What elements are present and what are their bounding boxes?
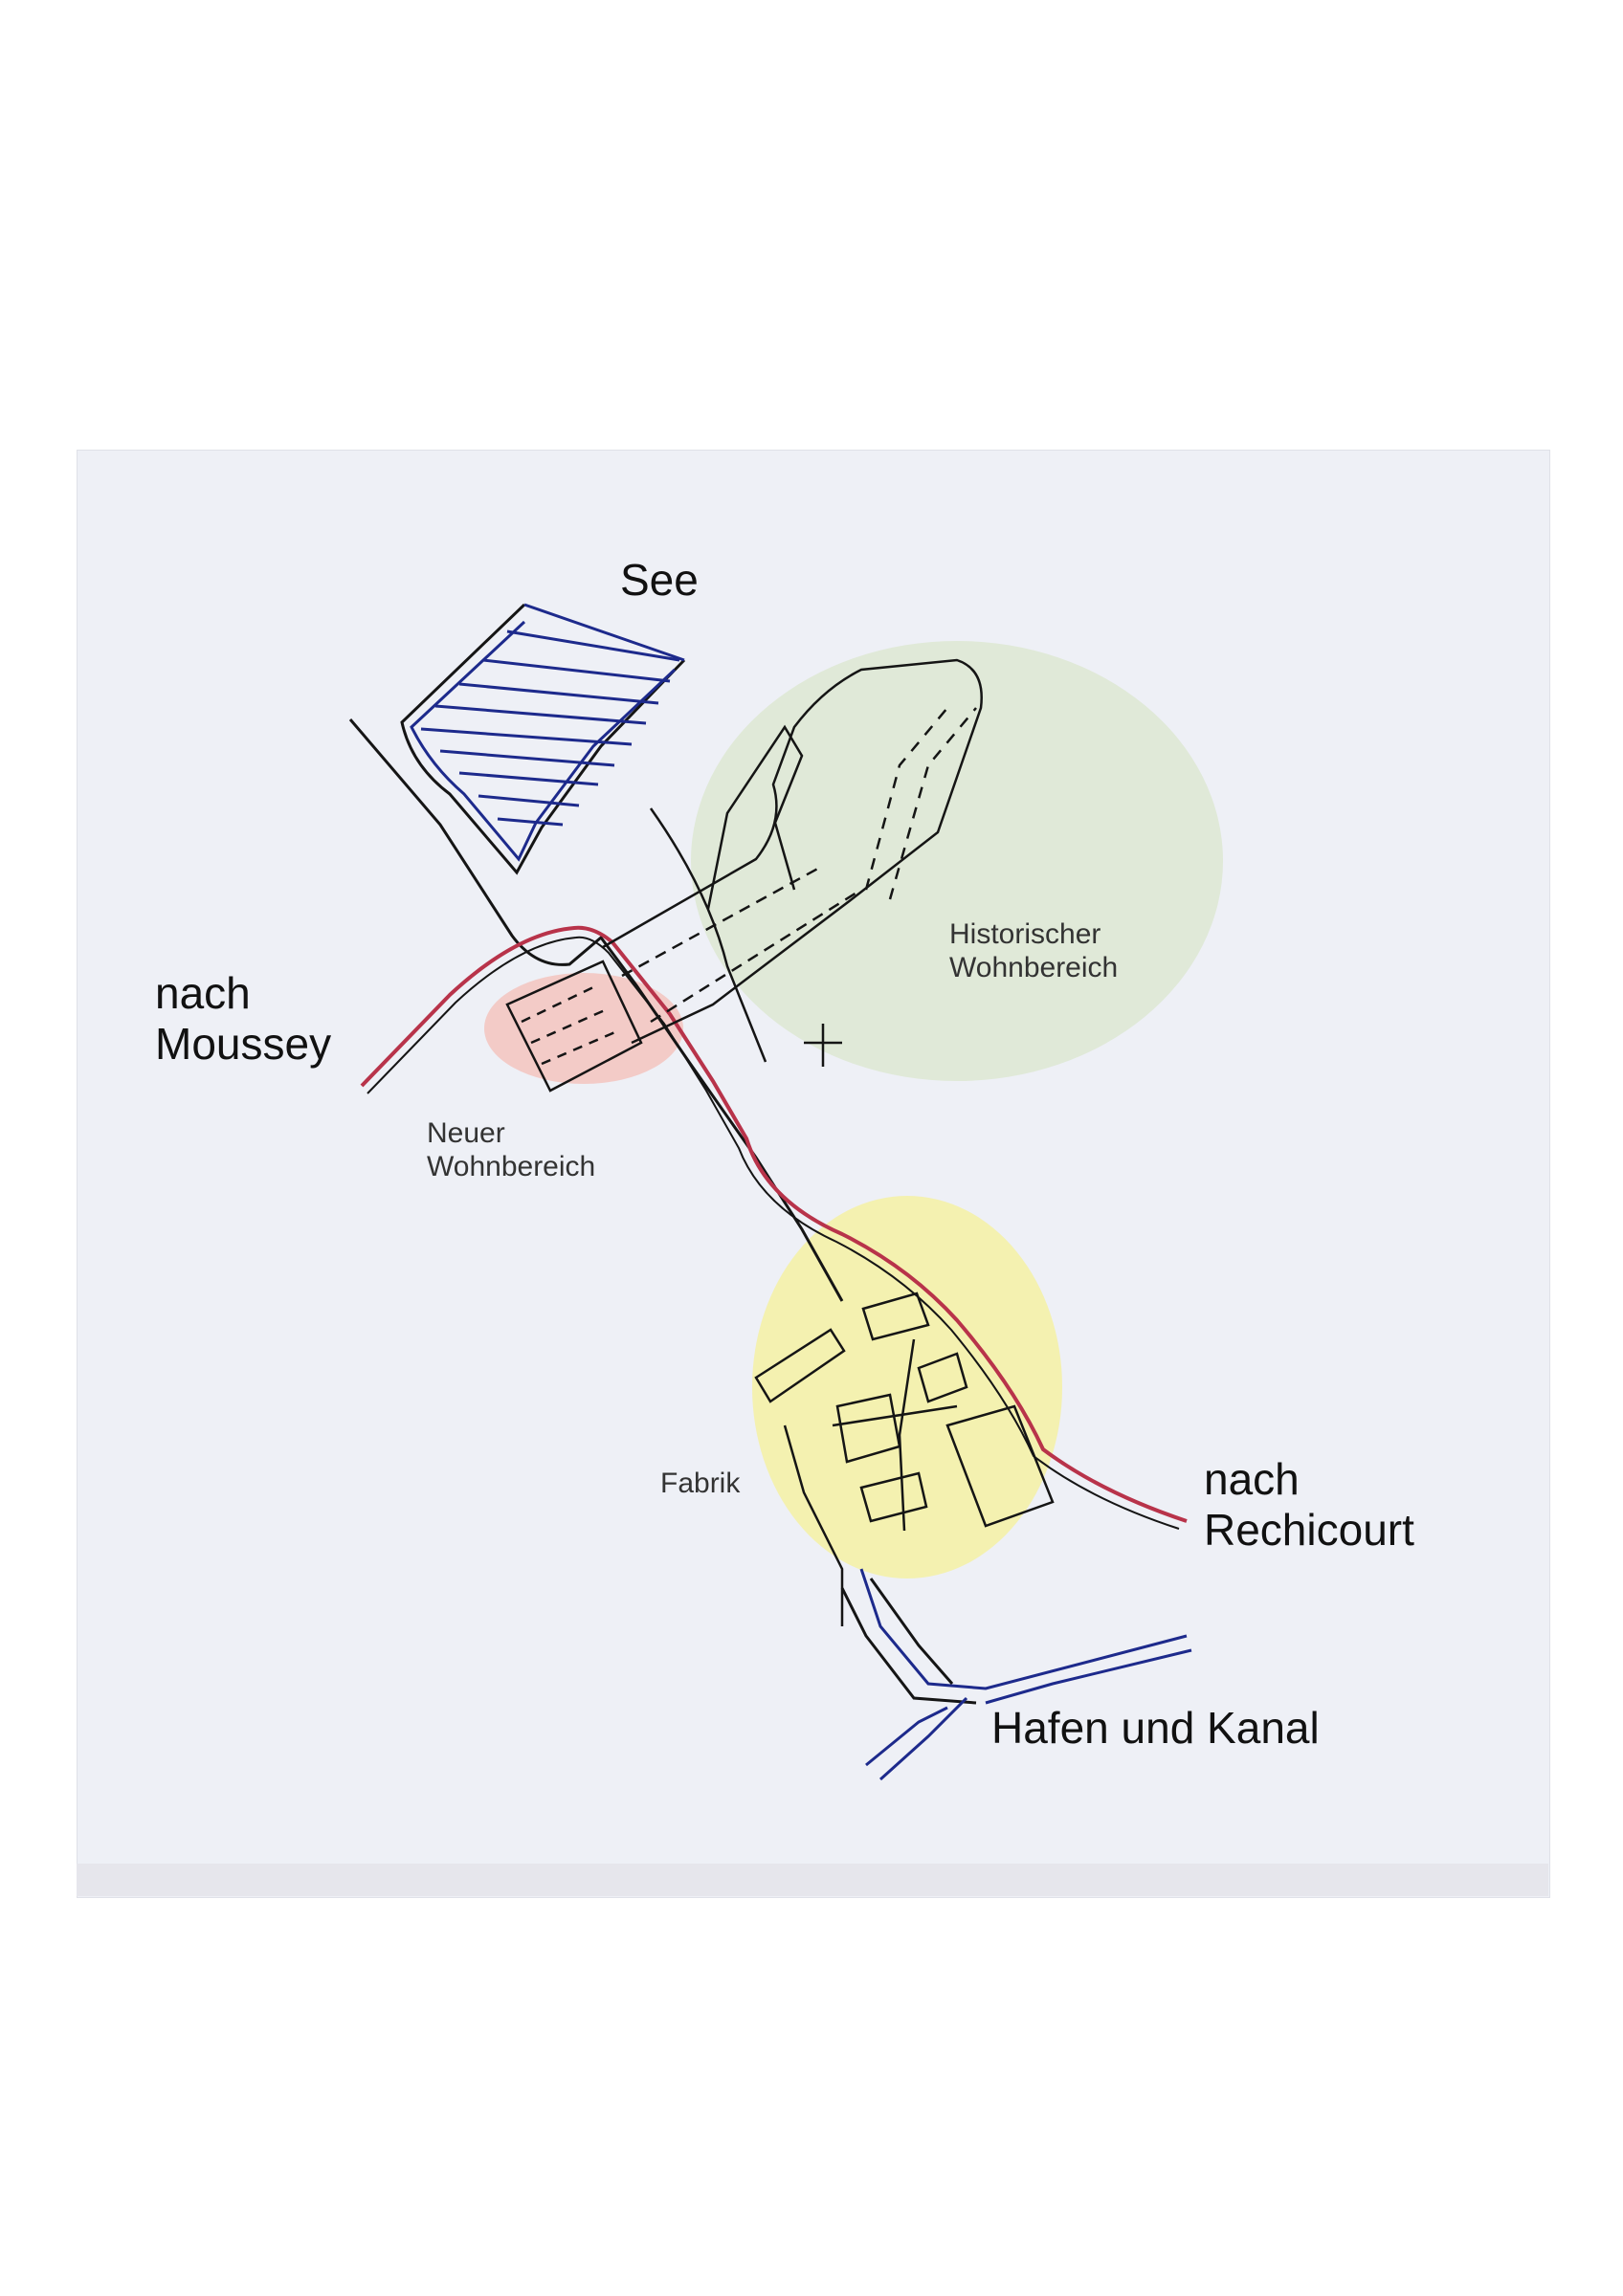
factory-blocks [754, 1292, 1055, 1626]
historic-blocks [602, 658, 983, 1067]
harbor-canal [840, 1568, 1192, 1781]
new-residential-zone [484, 973, 683, 1084]
new-residential-blocks [505, 960, 643, 1093]
historic-residential-zone [691, 641, 1223, 1081]
label-new-residential: Neuer Wohnbereich [427, 1117, 596, 1182]
label-factory: Fabrik [660, 1468, 741, 1499]
label-mussey: nach Moussey [155, 968, 332, 1070]
label-historic-residential: Historischer Wohnbereich [949, 918, 1119, 983]
lake [400, 603, 686, 875]
label-harbor-canal: Hafen und Kanal [991, 1703, 1320, 1753]
sheet-edge [77, 1864, 1548, 1896]
label-rechicourt: nach Rechicourt [1204, 1454, 1414, 1556]
label-see: See [620, 555, 699, 605]
